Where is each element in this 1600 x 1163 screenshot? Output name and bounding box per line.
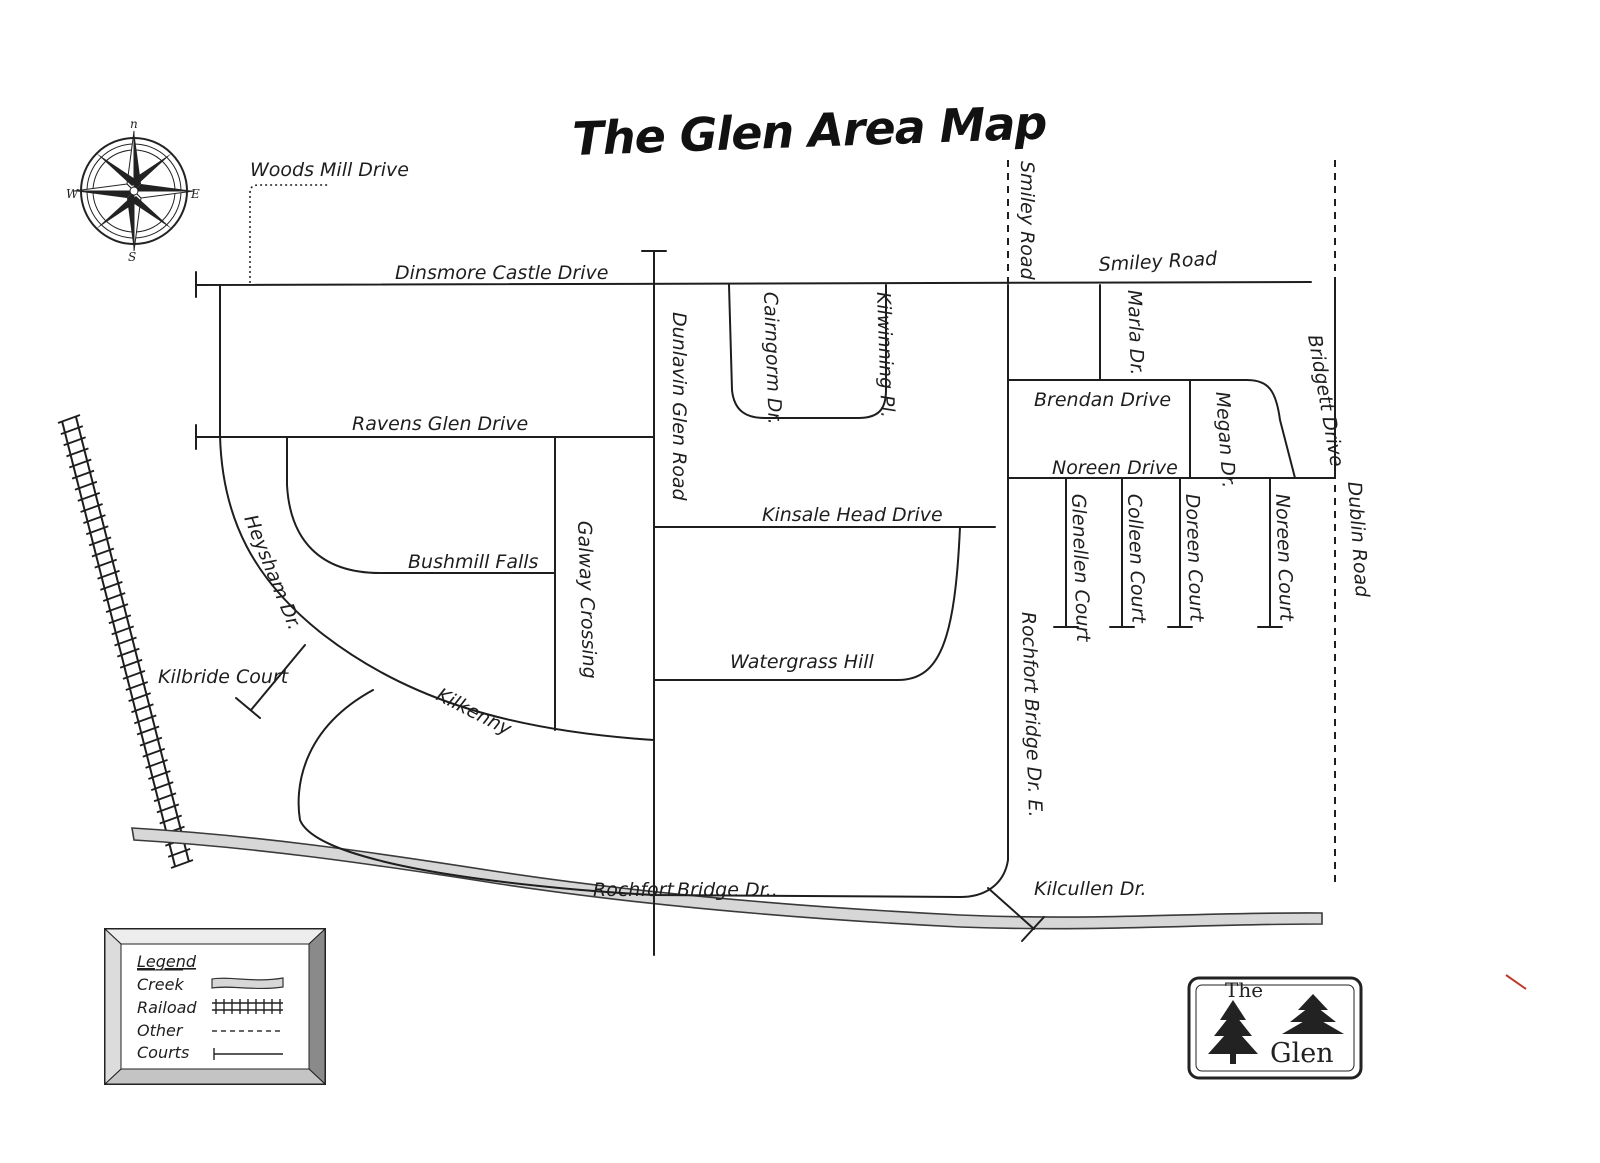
label-watergrass-hill: Watergrass Hill	[730, 651, 875, 673]
pine-tree-icon	[1282, 994, 1344, 1034]
road-network	[195, 160, 1336, 956]
label-dublin-road: Dublin Road	[1343, 481, 1373, 599]
legend-creek-swatch	[211, 977, 284, 989]
label-ravens-glen-drive: Ravens Glen Drive	[352, 413, 528, 435]
label-noreen-court: Noreen Court	[1271, 493, 1297, 623]
legend-courts-swatch	[213, 1048, 283, 1060]
railroad	[57, 414, 194, 869]
map-title: The Glen Area Map	[571, 95, 1047, 166]
logo-the: The	[1225, 978, 1263, 1002]
label-heysham-dr: Heysham Dr.	[239, 512, 305, 633]
compass-rose-icon: n E S W	[66, 117, 200, 264]
label-cairngorm-dr: Cairngorm Dr.	[759, 291, 786, 425]
label-rochfort: Rochfort	[593, 879, 675, 901]
compass-s: S	[128, 250, 136, 264]
label-doreen-court: Doreen Court	[1181, 493, 1207, 623]
label-galway-crossing: Galway Crossing	[573, 520, 601, 679]
legend-courts-label: Courts	[137, 1043, 189, 1062]
compass-w: W	[66, 187, 80, 201]
label-noreen-drive: Noreen Drive	[1052, 457, 1178, 479]
compass-n: n	[130, 117, 138, 131]
legend-creek-label: Creek	[137, 975, 184, 994]
label-bridge-dr: Bridge Dr..	[677, 879, 778, 901]
creek	[131, 827, 1323, 930]
label-megan-dr: Megan Dr.	[1211, 391, 1240, 489]
label-kilwinning-pl: Kilwinning Pl.	[872, 291, 898, 418]
label-dunlavin-glen-road: Dunlavin Glen Road	[668, 312, 690, 501]
label-kilkenny: Kilkenny	[433, 684, 516, 741]
label-bushmill-falls: Bushmill Falls	[408, 551, 539, 573]
legend-heading: Legend	[137, 952, 197, 971]
label-dinsmore-castle-drive: Dinsmore Castle Drive	[395, 262, 608, 284]
label-woods-mill-drive: Woods Mill Drive	[250, 159, 409, 181]
compass-e: E	[190, 187, 200, 201]
legend-other-label: Other	[137, 1021, 184, 1040]
the-glen-logo: The Glen	[1187, 976, 1363, 1080]
label-smiley-road: Smiley Road	[1098, 248, 1219, 276]
label-glenellen-court: Glenellen Court	[1067, 493, 1094, 643]
label-bridgett-drive: Bridgett Drive	[1303, 333, 1348, 468]
scan-mark	[1505, 974, 1527, 990]
road-labels: Woods Mill Drive Dinsmore Castle Drive S…	[158, 159, 1373, 901]
label-rochfort-bridge-dr-e: Rochfort Bridge Dr. E.	[1017, 611, 1046, 817]
label-smiley-road-vertical: Smiley Road	[1016, 161, 1038, 281]
label-colleen-court: Colleen Court	[1123, 493, 1150, 624]
logo-glen: Glen	[1270, 1038, 1334, 1069]
label-kilbride-court: Kilbride Court	[158, 666, 290, 688]
label-brendan-drive: Brendan Drive	[1034, 389, 1171, 411]
legend-railroad-label: Raiload	[137, 998, 197, 1017]
pine-tree-icon	[1208, 1000, 1258, 1064]
legend-railroad-swatch	[212, 999, 283, 1014]
label-kinsale-head-drive: Kinsale Head Drive	[762, 504, 943, 526]
legend: Legend Creek Raiload Other Courts	[103, 927, 327, 1086]
label-marla-dr: Marla Dr.	[1123, 289, 1148, 375]
label-kilcullen-dr: Kilcullen Dr.	[1034, 878, 1147, 900]
